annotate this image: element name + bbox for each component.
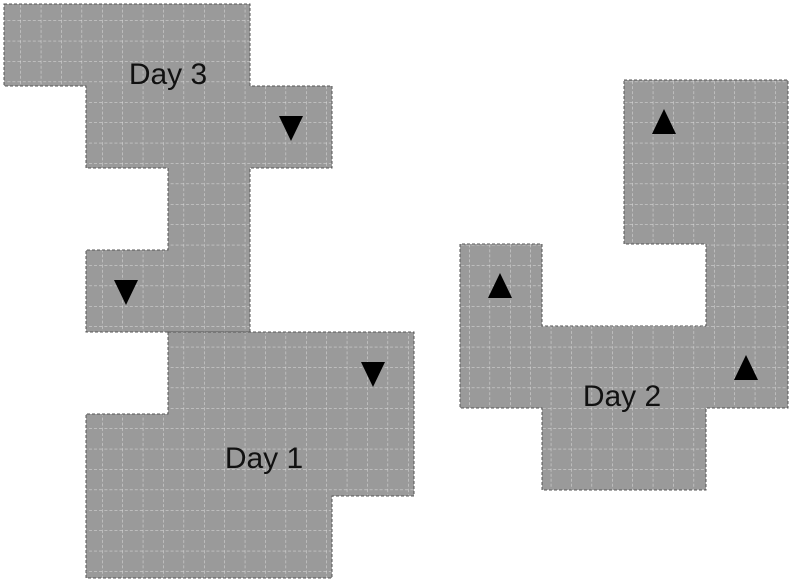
triangle-up-icon <box>652 109 676 134</box>
region-day3 <box>3 3 333 333</box>
triangle-up-icon <box>488 273 512 298</box>
region-day2 <box>459 79 789 491</box>
region-label-day2: Day 2 <box>582 380 662 413</box>
triangle-down-icon <box>114 280 138 305</box>
region-label-day3: Day 3 <box>128 58 208 91</box>
triangle-up-icon <box>734 355 758 380</box>
region-label-day1: Day 1 <box>224 442 304 475</box>
region-day1 <box>85 331 415 579</box>
triangle-down-icon <box>279 116 303 141</box>
triangle-down-icon <box>361 362 385 387</box>
